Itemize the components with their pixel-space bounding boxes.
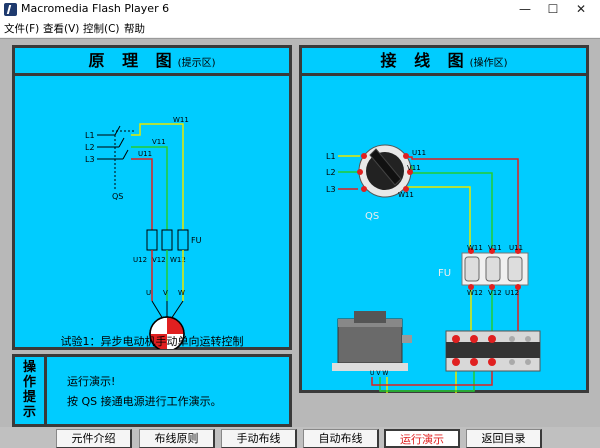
wiring-subtitle: (操作区) bbox=[469, 58, 508, 69]
flash-stage: 原 理 图(提示区) L1 L2 L3 QS bbox=[0, 38, 600, 448]
wir-qs-v11: V11 bbox=[407, 164, 421, 172]
menu-help[interactable]: 帮助 bbox=[124, 23, 145, 35]
sch-label-u11: U11 bbox=[138, 150, 152, 158]
schematic-diagram: L1 L2 L3 QS W1 bbox=[85, 116, 202, 349]
wiring-header: 接 线 图(操作区) bbox=[302, 48, 586, 76]
wir-qs-u11: U11 bbox=[412, 149, 426, 157]
menu-bar: 文件(F) 查看(V) 控制(C) 帮助 bbox=[0, 19, 600, 37]
wiring-diagram: L1 L2 L3 QS U1 bbox=[326, 144, 541, 393]
wir-fu-w12: W12 bbox=[467, 289, 483, 297]
schematic-panel: 原 理 图(提示区) L1 L2 L3 QS bbox=[12, 45, 292, 350]
minimize-button[interactable]: — bbox=[519, 2, 531, 16]
flash-app-icon bbox=[4, 3, 17, 16]
prompt-panel: 操 作 提 示 运行演示! 按 QS 接通电源进行工作演示。 bbox=[12, 354, 292, 427]
title-bar: Macromedia Flash Player 6 — ☐ ✕ bbox=[0, 0, 600, 19]
experiment-caption: 试验1：异步电动机手动单向运转控制 bbox=[60, 335, 244, 348]
wiring-title: 接 线 图 bbox=[380, 51, 470, 70]
nav-wiring-rules[interactable]: 布线原则 bbox=[139, 429, 215, 448]
nav-run-demo[interactable]: 运行演示 bbox=[384, 429, 460, 448]
sch-motor bbox=[149, 300, 185, 349]
sch-label-l2: L2 bbox=[85, 143, 95, 152]
wir-fu-label: FU bbox=[438, 268, 451, 279]
sch-label-u: U bbox=[146, 289, 151, 297]
sch-label-l3: L3 bbox=[85, 155, 95, 164]
nav-back-to-menu[interactable]: 返回目录 bbox=[466, 429, 542, 448]
wiring-panel: 接 线 图(操作区) L1 L2 L3 bbox=[299, 45, 589, 393]
sch-label-l1: L1 bbox=[85, 131, 95, 140]
wir-motor[interactable] bbox=[332, 311, 412, 371]
sch-qs-label: QS bbox=[112, 192, 123, 201]
wir-terminal-block[interactable] bbox=[445, 330, 541, 372]
sch-qs-switch bbox=[112, 125, 136, 189]
wir-qs-switch[interactable] bbox=[357, 144, 413, 198]
sch-label-v: V bbox=[163, 289, 168, 297]
wir-fu-u11: U11 bbox=[509, 244, 523, 252]
maximize-button[interactable]: ☐ bbox=[547, 2, 559, 16]
menu-file[interactable]: 文件(F) bbox=[4, 23, 40, 35]
wir-label-l2: L2 bbox=[326, 168, 336, 177]
bottom-nav: 元件介绍 布线原则 手动布线 自动布线 运行演示 返回目录 bbox=[0, 427, 600, 448]
sch-wire-w bbox=[131, 123, 184, 230]
schematic-title: 原 理 图 bbox=[88, 51, 178, 70]
wir-motor-label: U V W bbox=[370, 370, 388, 377]
prompt-line-1: 运行演示! bbox=[67, 375, 116, 388]
nav-auto-wiring[interactable]: 自动布线 bbox=[303, 429, 379, 448]
menu-control[interactable]: 控制(C) bbox=[83, 23, 120, 35]
sch-fuses bbox=[146, 229, 189, 251]
wir-fuse-block[interactable] bbox=[461, 248, 529, 290]
sch-label-v11: V11 bbox=[152, 138, 166, 146]
wir-fu-w11: W11 bbox=[467, 244, 483, 252]
wir-qs-label: QS bbox=[365, 211, 379, 222]
wir-label-l3: L3 bbox=[326, 185, 336, 194]
wir-fu-v12: V12 bbox=[488, 289, 502, 297]
wir-label-l1: L1 bbox=[326, 152, 336, 161]
sch-fu-label: FU bbox=[191, 236, 202, 245]
window-title: Macromedia Flash Player 6 bbox=[21, 2, 170, 15]
close-button[interactable]: ✕ bbox=[575, 2, 587, 16]
sch-label-w12: W12 bbox=[170, 256, 186, 264]
schematic-subtitle: (提示区) bbox=[177, 58, 216, 69]
sch-wire-u bbox=[131, 158, 153, 230]
nav-manual-wiring[interactable]: 手动布线 bbox=[221, 429, 297, 448]
schematic-header: 原 理 图(提示区) bbox=[15, 48, 289, 76]
prompt-label: 操 作 提 示 bbox=[15, 357, 47, 424]
sch-label-w11: W11 bbox=[173, 116, 189, 124]
nav-components[interactable]: 元件介绍 bbox=[56, 429, 132, 448]
sch-wire-v bbox=[131, 146, 168, 230]
sch-label-v12: V12 bbox=[152, 256, 166, 264]
sch-label-u12: U12 bbox=[133, 256, 147, 264]
sch-label-w: W bbox=[178, 289, 185, 297]
prompt-line-2: 按 QS 接通电源进行工作演示。 bbox=[67, 395, 222, 408]
wir-qs-w11: W11 bbox=[398, 191, 414, 199]
menu-view[interactable]: 查看(V) bbox=[43, 23, 80, 35]
wir-fu-u12: U12 bbox=[505, 289, 519, 297]
wir-fu-v11: V11 bbox=[488, 244, 502, 252]
